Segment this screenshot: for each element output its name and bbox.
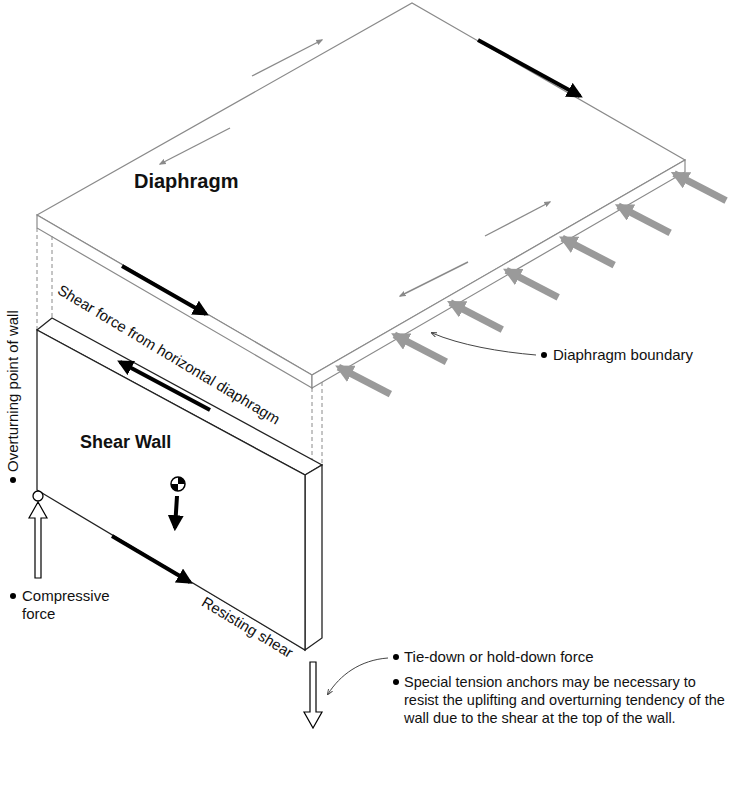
diaphragm-label-box: Diaphragm — [130, 168, 242, 195]
leader-line — [432, 333, 536, 355]
load-arrow — [394, 335, 446, 362]
compressive-arrow — [29, 502, 47, 578]
node-title: Diaphragm — [134, 170, 238, 193]
callout-label: Compressive force — [22, 587, 114, 623]
boundary-load-arrows — [338, 174, 726, 395]
diaphragm-shear-arrows — [160, 40, 550, 296]
node-title: Shear Wall — [80, 432, 171, 453]
load-arrow — [338, 367, 390, 394]
load-arrow — [562, 238, 614, 265]
tie-down-arrow — [304, 662, 322, 728]
shear-wall-label-box: Shear Wall — [76, 430, 175, 455]
load-arrow — [450, 303, 502, 330]
callout-label: Tie-down or hold-down force — [404, 648, 594, 666]
load-arrow — [618, 206, 670, 233]
center-of-mass — [171, 477, 185, 528]
leader-line — [328, 658, 388, 694]
bullet — [10, 352, 547, 685]
load-arrow — [674, 174, 726, 201]
load-arrow — [506, 270, 558, 297]
vertical-note: Overturning point of wall — [4, 308, 22, 474]
shear-arrows — [112, 40, 580, 582]
note-text: Special tension anchors may be necessary… — [404, 673, 734, 727]
callout-label: Diaphragm boundary — [553, 346, 693, 364]
overturning-point — [33, 491, 43, 501]
